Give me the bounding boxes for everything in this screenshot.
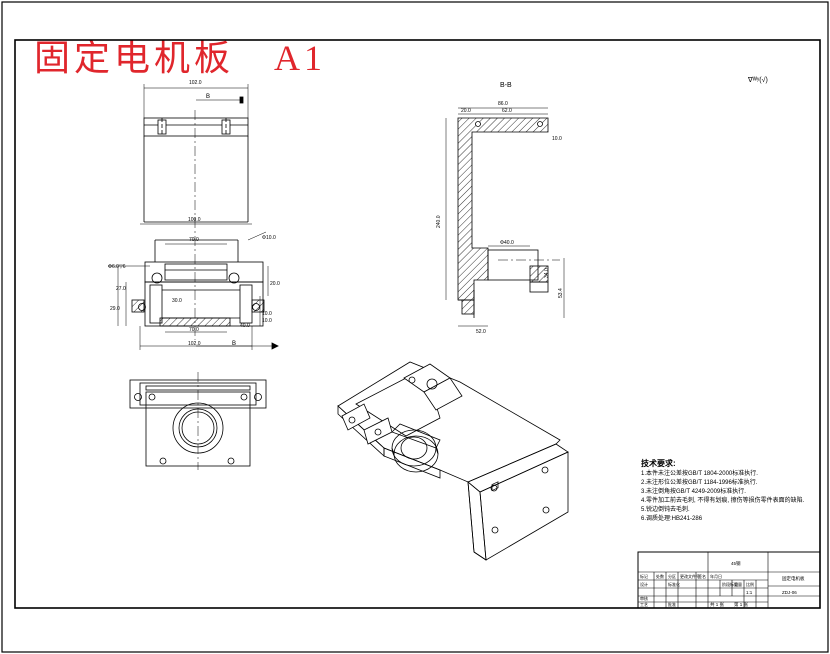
title-block [637,551,821,609]
dim-right-h1: 20.0 [270,281,280,287]
dim-hole-label: Φ10.0 [262,235,276,241]
view-letter-top: B [206,94,210,100]
technical-notes-heading: 技术要求: [641,459,676,468]
dim-right-h2: 10.0 [262,311,272,317]
title-block-cell: 标准化 [668,581,680,587]
technical-note-line: 2.未注形位公差按GB/T 1184-1996标准执行. [641,480,758,486]
technical-note-line: 4.零件加工前去毛刺, 不得有划痕, 擦伤等损伤零件表面的缺陷. [641,498,805,504]
dim-bore: Φ40.0 [500,240,514,246]
dim-lower-width: 70.0 [189,327,199,333]
title-block-text: 45钢 固定电机板 ZDJ-06 1:1 共 1 张 第 1 张 标记 处数分区更… [640,560,805,608]
dim-boss-h: 34.0 [544,268,550,278]
title-block-cell: 更改文件号 [680,573,700,579]
dim-base-h: 53.4 [558,288,564,298]
dim-left-h1: 27.0 [116,286,126,292]
title-block-cell: 审核 [640,595,648,601]
section-view [445,107,565,327]
drawing-title: 固定电机板 A1 [34,38,326,78]
front-view [108,84,279,350]
title-block-cell: 批准 [668,601,676,607]
technical-note-line: 1.本件未注公差按GB/T 1804-2000标准执行. [641,471,758,477]
technical-notes: 技术要求: 1.本件未注公差按GB/T 1804-2000标准执行. 2.未注形… [641,459,804,524]
technical-note-line: 5.锐边倒钝去毛刺. [641,507,690,513]
title-block-part-name: 固定电机板 [782,575,805,582]
title-block-drawing-no: ZDJ-06 [782,590,797,595]
dim-center-h: 30.0 [172,298,182,304]
title-block-cell: 标记 [640,573,648,579]
dim-small-right: 40.0 [240,323,250,329]
dim-top-mid: 62.0 [502,108,512,114]
title-block-cell: 签名 [698,573,706,579]
title-block-cell: 比例 [746,581,754,587]
title-block-scale: 1:1 [746,590,753,595]
surface-roughness-symbol: ∇ᵂʸ(√) [747,76,768,84]
title-block-sheet-total: 共 1 张 [710,601,725,608]
title-block-cell: 年月日 [710,573,722,579]
dim-depth-label: Φ6.0▽6 [108,264,126,270]
dim-left-h2: 29.0 [110,306,120,312]
dim-top-width: 102.0 [189,80,202,86]
dim-top-left: 20.0 [461,108,471,114]
dim-top-thick: 10.0 [552,136,562,142]
front-view-dims: 102.0 100.0 70.0 70.0 102.0 Φ10.0 Φ6.0▽6… [108,80,280,347]
title-block-cell: 工艺 [640,602,648,607]
title-block-material: 45钢 [731,560,741,567]
title-block-cell: 重量 [734,581,742,587]
dim-height: 240.0 [436,215,442,228]
title-block-cell: 分区 [668,573,676,579]
dim-mid-width: 100.0 [188,217,201,223]
section-dims: B-B ∇ᵂʸ(√) 86.0 20.0 62.0 10.0 240.0 Φ40… [436,76,768,335]
technical-note-line: 6.调质处理:HB241-286 [641,516,703,522]
isometric-view [337,361,569,561]
dim-bottom-w: 52.0 [476,329,486,335]
inner-frame [14,39,821,609]
plan-view [129,372,267,470]
dim-right-h3: 10.0 [262,318,272,324]
title-block-cell: 处数 [656,573,664,579]
title-block-cell: 阶段标记 [722,581,738,587]
technical-note-line: 3.未注倒角按GB/T 4249-2009标准执行. [641,489,746,495]
dim-bottom-width: 102.0 [188,341,201,347]
title-block-sheet-no: 第 1 张 [734,601,749,608]
section-label: B-B [500,82,512,89]
dim-inner-width: 70.0 [189,237,199,243]
dim-top-total: 86.0 [498,101,508,107]
title-block-cell: 设计 [640,581,648,587]
view-letter-bottom: B [232,341,236,347]
